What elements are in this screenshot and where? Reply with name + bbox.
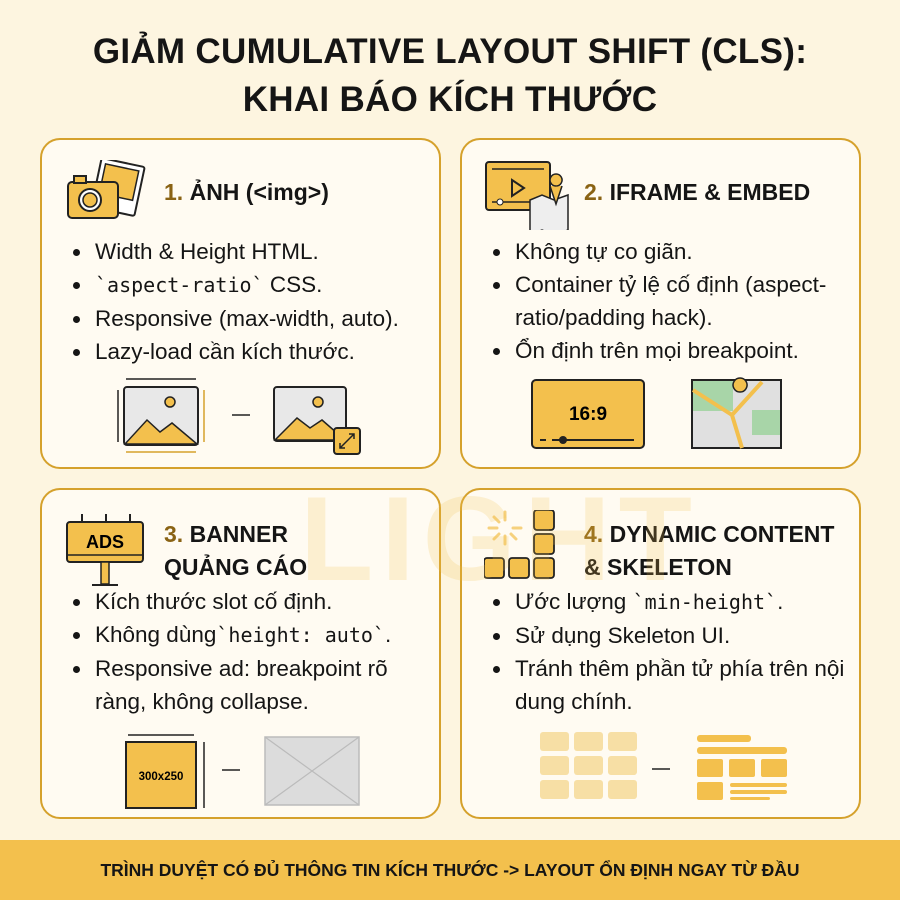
video-ratio-label: 16:9: [569, 404, 607, 425]
bullet-text: Tránh thêm phần tử phía trên nội dung ch…: [515, 656, 845, 714]
skeleton-block: [540, 756, 569, 775]
bullet-item: Lazy-load cần kích thước.: [70, 335, 399, 368]
card-title: 1. ẢNH (<img>): [164, 176, 329, 209]
page-title: GIẢM CUMULATIVE LAYOUT SHIFT (CLS): KHAI…: [0, 28, 900, 124]
bullet-item: Responsive ad: breakpoint rõ ràng, không…: [70, 652, 439, 718]
bullet-list: Ước lượng `min-height`. Sử dụng Skeleton …: [490, 585, 859, 718]
ad-slot-illustration: 300x250: [125, 734, 360, 809]
skeleton-block: [608, 756, 637, 775]
video-map-icon: [485, 161, 569, 230]
code-snippet: `height: auto`: [216, 623, 385, 647]
bullet-text: Container tỷ lệ cố định (aspect-ratio/pa…: [515, 272, 827, 330]
bullet-text: .: [384, 622, 392, 647]
bullet-list: Không tự co giãn. Container tỷ lệ cố định…: [490, 235, 859, 367]
bullet-item: Width & Height HTML.: [70, 235, 399, 268]
card-title: 2. IFRAME & EMBED: [584, 176, 810, 209]
bullet-text: Width & Height HTML.: [95, 239, 319, 264]
bullet-list: Width & Height HTML. `aspect-ratio` CSS. R…: [70, 235, 399, 368]
card-title-text: BANNER: [189, 521, 288, 547]
card-number: 3.: [164, 521, 184, 547]
bullet-text: Lazy-load cần kích thước.: [95, 339, 355, 364]
bullet-item: Container tỷ lệ cố định (aspect-ratio/pa…: [490, 268, 859, 334]
bullet-list: Kích thước slot cố định. Không dùng`heigh…: [70, 585, 439, 718]
card-iframe-embed: 2. IFRAME & EMBED Không tự co giãn. Conta…: [460, 138, 861, 469]
card-number: 1.: [164, 179, 184, 205]
card-title-text: QUẢNG CÁO: [164, 554, 308, 580]
bullet-text: Không dùng: [95, 622, 217, 647]
bullet-text: .: [777, 589, 784, 614]
card-images: 1. ẢNH (<img>) Width & Height HTML. `aspe…: [40, 138, 441, 469]
bullet-text: Responsive (max-width, auto).: [95, 306, 399, 331]
bullet-item: Sử dụng Skeleton UI.: [490, 619, 859, 652]
camera-photo-icon: [67, 160, 146, 219]
skeleton-illustration: [540, 732, 787, 800]
title-line-1: GIẢM CUMULATIVE LAYOUT SHIFT (CLS):: [92, 32, 808, 71]
image-dimensions-illustration: [117, 378, 361, 455]
card-title-text: DYNAMIC CONTENT: [609, 521, 835, 547]
bullet-text: Không tự co giãn.: [515, 239, 693, 264]
billboard-icon: ADS: [66, 514, 144, 586]
card-title-text: & SKELETON: [584, 554, 732, 580]
bullet-text: Ổn định trên mọi breakpoint.: [515, 338, 799, 363]
code-snippet: `aspect-ratio`: [95, 273, 264, 297]
card-title: 4. DYNAMIC CONTENT & SKELETON: [584, 518, 834, 584]
footer-banner: TRÌNH DUYỆT CÓ ĐỦ THÔNG TIN KÍCH THƯỚC -…: [0, 840, 900, 900]
skeleton-loading-icon: [484, 510, 555, 579]
bullet-item: Tránh thêm phần tử phía trên nội dung ch…: [490, 652, 859, 718]
bullet-item: Không tự co giãn.: [490, 235, 859, 268]
card-title: 3. BANNER QUẢNG CÁO: [164, 518, 307, 584]
skeleton-block: [540, 732, 569, 751]
card-number: 4.: [584, 521, 604, 547]
bullet-text: Responsive ad: breakpoint rõ ràng, không…: [95, 656, 388, 714]
card-dynamic-content: 4. DYNAMIC CONTENT & SKELETON Ước lượng `…: [460, 488, 861, 819]
bullet-text: Sử dụng Skeleton UI.: [515, 623, 731, 648]
bullet-item: Responsive (max-width, auto).: [70, 302, 399, 335]
skeleton-block: [574, 756, 603, 775]
ads-label: ADS: [86, 532, 124, 552]
skeleton-block: [608, 732, 637, 751]
code-snippet: `min-height`: [632, 590, 778, 614]
card-title-text: ẢNH (<img>): [189, 179, 329, 205]
skeleton-block: [540, 780, 569, 799]
bullet-item: Không dùng`height: auto`.: [70, 618, 439, 652]
skeleton-block: [574, 732, 603, 751]
card-number: 2.: [584, 179, 604, 205]
bullet-item: `aspect-ratio` CSS.: [70, 268, 399, 302]
bullet-item: Ổn định trên mọi breakpoint.: [490, 334, 859, 367]
bullet-text: Ước lượng: [515, 589, 633, 614]
title-line-2: KHAI BÁO KÍCH THƯỚC: [242, 80, 658, 119]
bullet-item: Kích thước slot cố định.: [70, 585, 439, 618]
bullet-text: CSS.: [263, 272, 323, 297]
bullet-text: Kích thước slot cố định.: [95, 589, 333, 614]
embed-illustration: 16:9: [531, 377, 782, 449]
slot-size-label: 300x250: [139, 771, 184, 783]
card-banner-ads: ADS 3. BANNER QUẢNG CÁO Kích thước slot c…: [40, 488, 441, 819]
skeleton-block: [608, 780, 637, 799]
card-title-text: IFRAME & EMBED: [609, 179, 811, 205]
bullet-item: Ước lượng `min-height`.: [490, 585, 859, 619]
skeleton-block: [574, 780, 603, 799]
